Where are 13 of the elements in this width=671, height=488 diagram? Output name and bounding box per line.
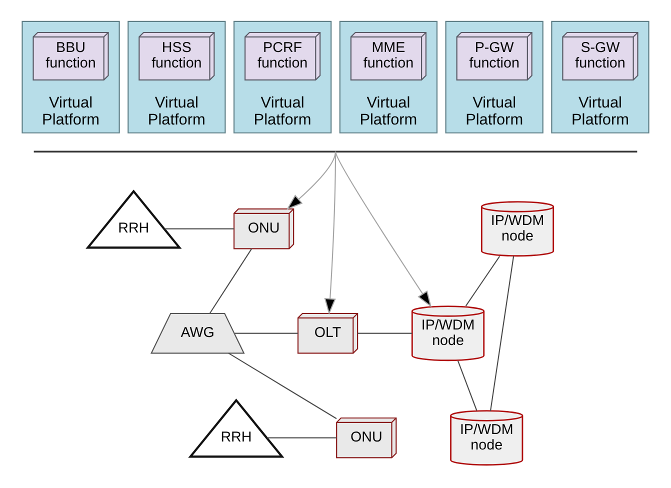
node-brace — [34, 150, 638, 152]
arrow — [324, 152, 336, 315]
connector — [164, 228, 234, 230]
connector — [457, 360, 478, 411]
arrow — [334, 151, 432, 308]
connector — [490, 256, 514, 411]
connector — [228, 352, 337, 420]
connector — [267, 437, 337, 438]
connector — [209, 248, 252, 314]
connector — [465, 256, 500, 306]
arrow — [286, 152, 336, 210]
connector — [358, 332, 412, 334]
connector — [234, 332, 298, 334]
